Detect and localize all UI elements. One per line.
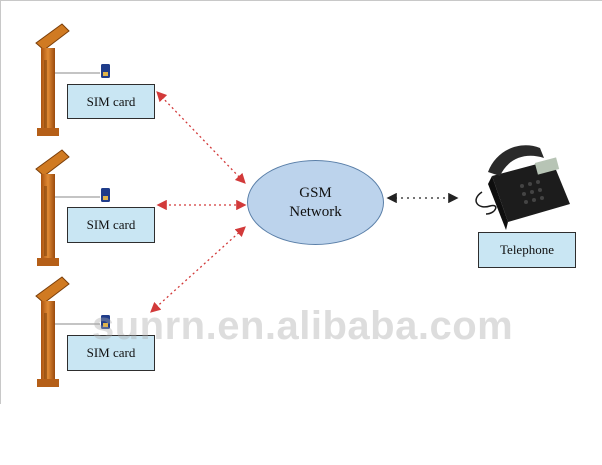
telephone-box: Telephone bbox=[478, 232, 576, 268]
gsm-network-line2: Network bbox=[289, 203, 342, 220]
sim-card-label: SIM card bbox=[86, 217, 136, 232]
sim-card-box-3: SIM card bbox=[67, 335, 155, 371]
sim-card-box-1: SIM card bbox=[67, 84, 155, 119]
gsm-network-line1: GSM bbox=[299, 184, 332, 201]
solar-pole-icon bbox=[35, 149, 70, 266]
connector-sim3-gsm bbox=[150, 226, 246, 313]
sim-chip-icon bbox=[101, 64, 110, 78]
diagram-frame bbox=[0, 0, 602, 404]
telephone-icon bbox=[475, 145, 570, 230]
connector-sim1-gsm bbox=[156, 91, 246, 184]
sim-chip-icon bbox=[101, 188, 110, 202]
watermark: sunrn.en.alibaba.com bbox=[92, 304, 514, 348]
sim-card-label: SIM card bbox=[86, 93, 136, 109]
sim-card-box-2: SIM card bbox=[67, 207, 155, 243]
gsm-network-node: GSM Network bbox=[247, 160, 384, 245]
solar-pole-icon bbox=[35, 23, 70, 136]
sim-chip-icon bbox=[101, 315, 110, 329]
telephone-label: Telephone bbox=[500, 242, 554, 257]
sim-card-label: SIM card bbox=[86, 345, 136, 360]
solar-pole-icon bbox=[35, 276, 70, 387]
